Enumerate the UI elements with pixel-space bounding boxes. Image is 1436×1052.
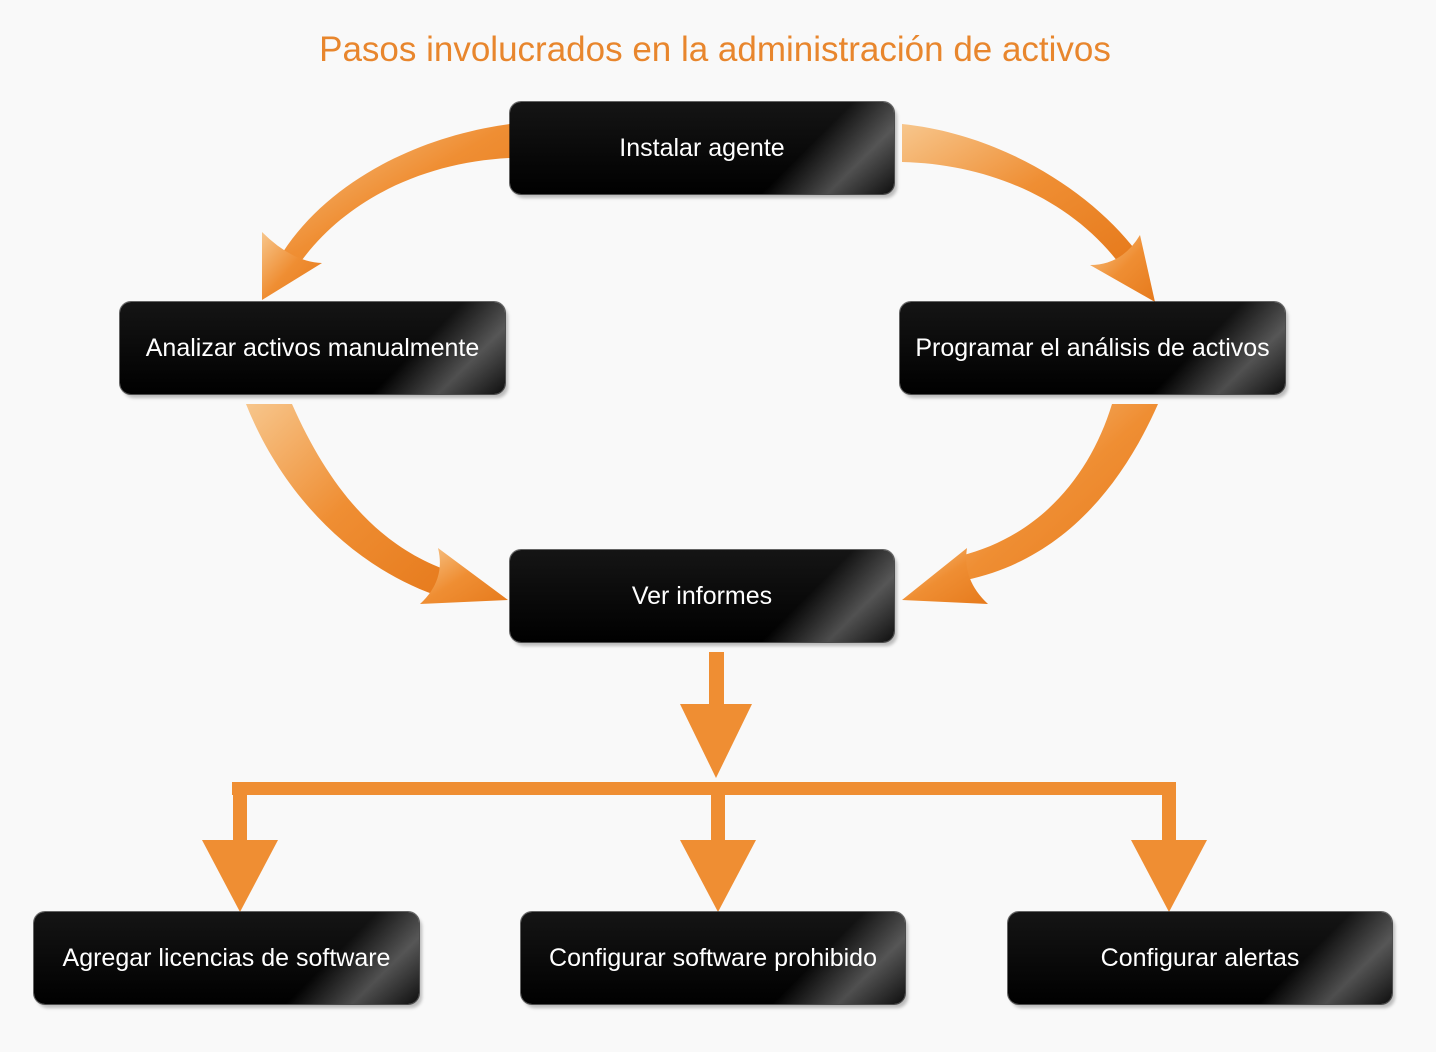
arrowhead-install-to-schedule (1090, 235, 1155, 302)
arrow-install-to-schedule (902, 124, 1137, 262)
node-configure-prohibited: Configurar software prohibido (521, 912, 905, 1004)
diagram-title: Pasos involucrados en la administración … (319, 30, 1111, 69)
node-install-agent: Instalar agente (510, 102, 894, 194)
branch-right-stem (1162, 790, 1176, 852)
arrow-schedule-to-reports (960, 404, 1158, 580)
arrowhead-schedule-to-reports (902, 548, 988, 604)
arrowhead-reports-stem (680, 704, 752, 778)
node-scan-manual: Analizar activos manualmente (120, 302, 505, 394)
arrowhead-branch-center (680, 840, 756, 912)
node-schedule-scan: Programar el análisis de activos (900, 302, 1285, 394)
arrow-install-to-manual (283, 124, 510, 260)
branch-center-stem (711, 790, 725, 852)
arrow-manual-to-reports (246, 404, 452, 598)
arrowhead-branch-right (1131, 840, 1207, 912)
node-add-licenses: Agregar licencias de software (34, 912, 419, 1004)
branch-left-stem (233, 790, 247, 852)
arrowhead-manual-to-reports (420, 548, 508, 604)
arrowhead-branch-left (202, 840, 278, 912)
branch-bar (232, 782, 1176, 795)
arrowhead-install-to-manual (262, 232, 322, 300)
node-view-reports: Ver informes (510, 550, 894, 642)
node-configure-alerts: Configurar alertas (1008, 912, 1392, 1004)
